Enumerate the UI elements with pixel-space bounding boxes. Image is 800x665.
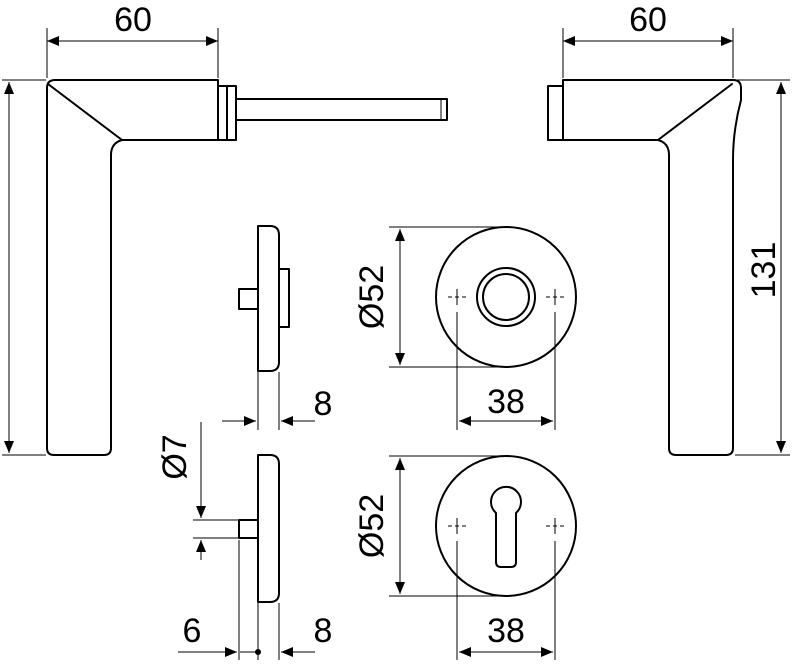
rose-diameter-dimension-bottom: Ø52 (353, 455, 505, 597)
rose-width-label-bottom: 38 (487, 612, 525, 650)
right-lever-handle (547, 79, 742, 456)
height-label: 131 (745, 242, 783, 299)
screw-mark-right-top (546, 289, 564, 305)
rose-diameter-label-bottom: Ø52 (353, 494, 391, 558)
rose-thickness-label-top: 8 (314, 385, 333, 423)
right-width-label: 60 (629, 1, 667, 39)
rose-width-dimension-top: 38 (456, 312, 556, 430)
rose-front-view-bottom (435, 455, 577, 597)
screw-mark-right-bottom (546, 518, 564, 534)
screw-mark-left-bottom (448, 518, 466, 534)
spindle-diameter-label: Ø7 (156, 434, 194, 479)
rose-thickness-dimension-top: 8 (222, 372, 332, 430)
rose-thickness-label-bottom: 8 (314, 612, 333, 650)
left-height-dimension (2, 79, 46, 456)
cylinder-keyhole (490, 485, 522, 568)
rose-width-dimension-bottom: 38 (456, 541, 556, 660)
rose-side-view-bottom (238, 454, 280, 603)
left-width-dimension: 60 (46, 1, 219, 78)
spindle-diameter-dimension: Ø7 (156, 422, 238, 560)
rose-diameter-dimension-top: Ø52 (353, 226, 505, 368)
rose-width-label-top: 38 (487, 383, 525, 421)
right-width-dimension: 60 (562, 1, 734, 78)
left-lever-handle (46, 79, 448, 456)
bottom-thickness-dimensions: 6 8 (178, 540, 332, 660)
rose-front-view-top (435, 226, 577, 368)
spindle-offset-label: 6 (183, 612, 202, 650)
rose-diameter-label-top: Ø52 (353, 265, 391, 329)
screw-mark-left-top (448, 289, 466, 305)
left-width-label: 60 (114, 1, 152, 39)
right-height-dimension: 131 (735, 79, 790, 456)
rose-side-view-top (238, 225, 290, 372)
